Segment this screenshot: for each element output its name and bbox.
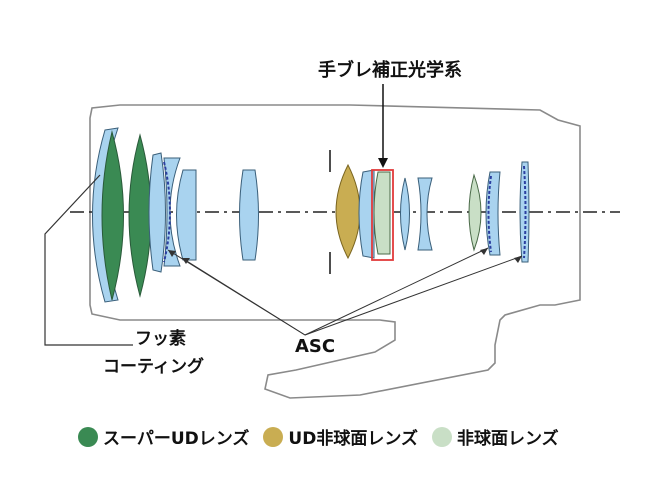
legend-item-ud-aspherical: UD非球面レンズ	[263, 424, 418, 449]
asc-arrow-head-2	[182, 258, 190, 264]
barrel-outline	[89, 104, 581, 399]
asc-coating-2	[487, 175, 492, 253]
asc-leader-3	[304, 247, 489, 336]
lens-g3	[239, 169, 259, 261]
legend-item-aspherical: 非球面レンズ	[431, 424, 559, 449]
lens-super-ud-2	[128, 133, 152, 298]
asc-leader-4	[304, 255, 523, 336]
lens-stab-a	[358, 169, 375, 259]
lens-rear-aspherical	[468, 173, 482, 252]
asc-coating-3	[523, 165, 527, 259]
fluorine-leader	[44, 174, 133, 346]
lens-g2-a	[148, 152, 166, 273]
legend-dot-super-ud	[78, 426, 98, 447]
asc-arrow-head-4	[514, 256, 522, 263]
legend-label-super-ud: スーパーUDレンズ	[103, 429, 250, 449]
stabilizer-arrow-head	[378, 158, 388, 168]
lens-mid-a	[400, 177, 410, 251]
asc-arrow-head-1	[168, 250, 176, 257]
asc-coating-1	[163, 161, 171, 263]
asc-label: ASC	[295, 336, 335, 357]
lens-stab-aspherical	[373, 171, 391, 255]
lens-super-ud-1	[101, 130, 124, 301]
legend-label-aspherical: 非球面レンズ	[456, 429, 559, 449]
stabilizer-box	[371, 169, 394, 261]
legend: スーパーUDレンズ UD非球面レンズ 非球面レンズ	[78, 424, 573, 449]
fluorine-label-line1: フッ素	[135, 329, 186, 349]
asc-leader-2	[181, 257, 306, 336]
fluorine-label-line2: コーティング	[103, 356, 204, 377]
asc-arrow-head-3	[480, 248, 488, 255]
legend-dot-ud-aspherical	[263, 426, 284, 447]
stabilizer-label: 手ブレ補正光学系	[318, 59, 462, 81]
legend-label-ud-aspherical: UD非球面レンズ	[288, 429, 418, 449]
legend-item-super-ud: スーパーUDレンズ	[78, 424, 249, 449]
lens-mid-b	[417, 177, 433, 251]
legend-dot-aspherical	[431, 426, 452, 447]
lens-g2-c	[176, 169, 197, 261]
lens-ud-aspherical	[335, 163, 361, 260]
